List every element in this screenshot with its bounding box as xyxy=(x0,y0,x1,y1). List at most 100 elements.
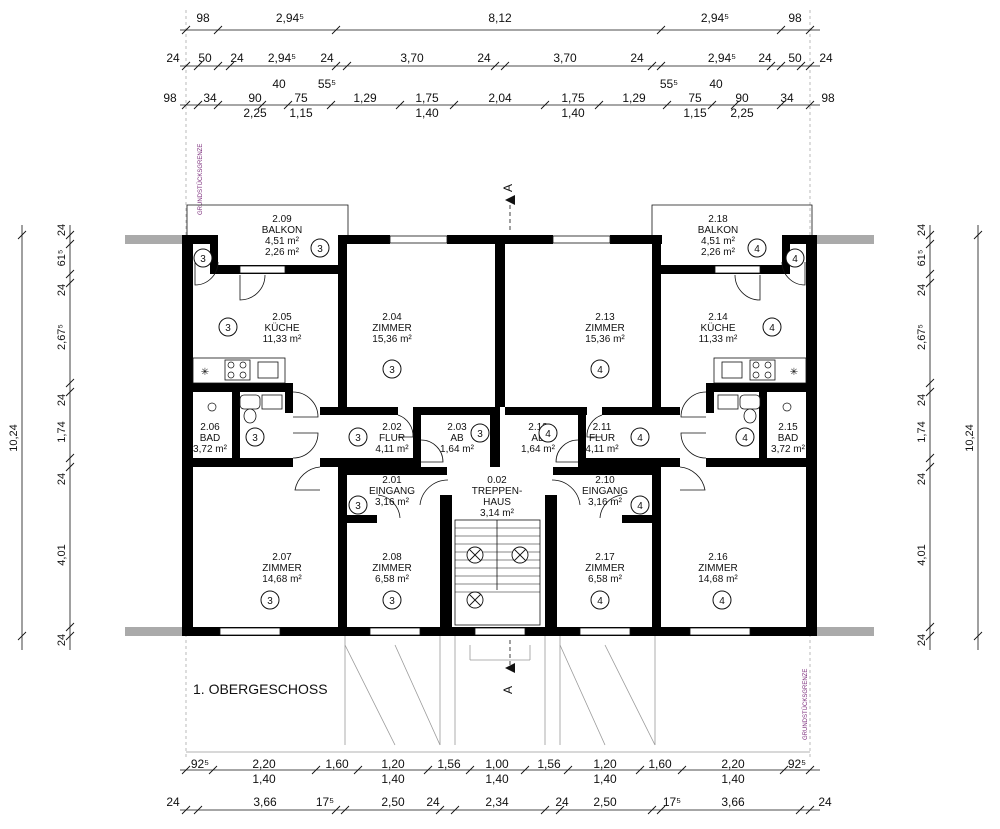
dim-bot1-1: 2,20 xyxy=(252,757,276,771)
dim-top2b-1: 55⁵ xyxy=(318,77,336,91)
dims-top-row2: 24 50 24 2,94⁵ 24 3,70 24 3,70 24 2,94⁵ … xyxy=(166,51,833,91)
apartment-number: 3 xyxy=(252,433,258,444)
section-marker-top: A xyxy=(501,184,515,230)
room-text: 0.02 xyxy=(487,475,507,486)
dim-right-8: 24 xyxy=(916,634,928,646)
apartment-marker: 4 xyxy=(785,248,805,268)
room-text: BAD xyxy=(200,433,221,444)
room-text: ZIMMER xyxy=(372,563,411,574)
dim-bot1-5: 1,00 xyxy=(485,757,509,771)
apartment-number: 3 xyxy=(355,433,361,444)
room-text: 2.02 xyxy=(382,422,402,433)
room-text: 3,16 m² xyxy=(588,497,623,508)
apartment-number: 4 xyxy=(792,254,798,265)
apartment-number: 4 xyxy=(637,501,643,512)
dim-top3-1: 34 xyxy=(203,91,217,105)
room-text: 6,58 m² xyxy=(588,574,623,585)
room-text: 2.09 xyxy=(272,214,292,225)
dim-bot2-5: 2,34 xyxy=(485,795,509,809)
room-text: 2.14 xyxy=(708,312,728,323)
dim-bot1-3: 1,20 xyxy=(381,757,405,771)
neighbour-walls xyxy=(125,235,874,636)
doors xyxy=(194,261,806,519)
apartment-number: 4 xyxy=(754,244,760,255)
room-text: BALKON xyxy=(262,225,303,236)
dim-top1-3: 2,94⁵ xyxy=(701,11,729,25)
dim-bot1b-4: 1,40 xyxy=(721,772,745,786)
room-text: AB xyxy=(450,433,464,444)
property-line-label-right: GRUNDSTÜCKSGRENZE xyxy=(802,669,809,740)
dim-top2-11: 50 xyxy=(788,51,802,65)
dim-bot1-10: 92⁵ xyxy=(788,757,806,771)
room-text: ZIMMER xyxy=(585,323,624,334)
room-text: 2.04 xyxy=(382,312,402,323)
room-text: ZIMMER xyxy=(372,323,411,334)
dim-top1-4: 98 xyxy=(788,11,802,25)
room-text: 3,16 m² xyxy=(375,497,410,508)
dim-top2-8: 24 xyxy=(630,51,644,65)
dim-bot1-8: 1,60 xyxy=(648,757,672,771)
dim-top2-5: 3,70 xyxy=(400,51,424,65)
dim-right-3: 2,67⁵ xyxy=(916,324,928,350)
room-text: 2.10 xyxy=(595,475,615,486)
kitchen-counters: ✳ ✳ xyxy=(192,357,807,384)
apartment-number: 4 xyxy=(545,429,551,440)
dim-top2-4: 24 xyxy=(320,51,334,65)
apartment-number: 3 xyxy=(389,596,395,607)
room-text: 2.16 xyxy=(708,552,728,563)
apartment-marker: 4 xyxy=(747,238,767,258)
dim-top3-9: 75 xyxy=(688,91,702,105)
dim-top3b-3: 1,40 xyxy=(561,106,585,120)
apartment-number: 3 xyxy=(225,323,231,334)
dim-top2-3: 2,94⁵ xyxy=(268,51,296,65)
dim-left-7: 4,01 xyxy=(56,544,68,565)
room-text: ZIMMER xyxy=(262,563,301,574)
apartment-marker: 3 xyxy=(310,238,330,258)
dim-top2b-0: 40 xyxy=(272,77,286,91)
dim-left-8: 24 xyxy=(56,634,68,646)
room-text: 2.07 xyxy=(272,552,292,563)
dims-bottom-row2: 24 3,66 17⁵ 2,50 24 2,34 24 2,50 17⁵ 3,6… xyxy=(166,795,832,809)
room-text: 2.15 xyxy=(778,422,798,433)
dim-bot2-2: 17⁵ xyxy=(316,795,334,809)
room-text: 2.11 xyxy=(593,422,612,433)
apartment-marker: 4 xyxy=(590,359,610,379)
apartment-marker: 4 xyxy=(590,590,610,610)
dim-top3-0: 98 xyxy=(163,91,177,105)
dim-bot2-8: 17⁵ xyxy=(663,795,681,809)
room-text: 2.08 xyxy=(382,552,402,563)
dim-bot2-6: 24 xyxy=(555,795,569,809)
dim-left-total: 10,24 xyxy=(8,424,20,452)
apartment-marker: 4 xyxy=(735,427,755,447)
property-line-label-left: GRUNDSTÜCKSGRENZE xyxy=(197,144,204,215)
section-label-top: A xyxy=(501,184,515,192)
dim-left-1: 61⁵ xyxy=(56,250,68,267)
dim-bot2-7: 2,50 xyxy=(593,795,617,809)
dim-top2-7: 3,70 xyxy=(553,51,577,65)
apartment-number: 3 xyxy=(355,501,361,512)
room-text: 2.01 xyxy=(382,475,402,486)
apartment-marker: 3 xyxy=(245,427,265,447)
dim-right-6: 24 xyxy=(916,473,928,485)
room-text: FLUR xyxy=(379,433,405,444)
dim-top3-8: 1,29 xyxy=(622,91,646,105)
dimension-ticks xyxy=(17,25,983,815)
room-text: AB xyxy=(531,433,545,444)
floor-title: 1. OBERGESCHOSS xyxy=(193,681,328,697)
apartment-number: 4 xyxy=(742,433,748,444)
dim-top2-1: 50 xyxy=(198,51,212,65)
room-text: ZIMMER xyxy=(585,563,624,574)
dim-top2-2: 24 xyxy=(230,51,244,65)
dim-top3-7: 1,75 xyxy=(561,91,585,105)
dim-right-total: 10,24 xyxy=(964,424,976,452)
apartment-number: 4 xyxy=(597,596,603,607)
room-text: 2.18 xyxy=(708,214,728,225)
room-text: 1,64 m² xyxy=(521,444,556,455)
